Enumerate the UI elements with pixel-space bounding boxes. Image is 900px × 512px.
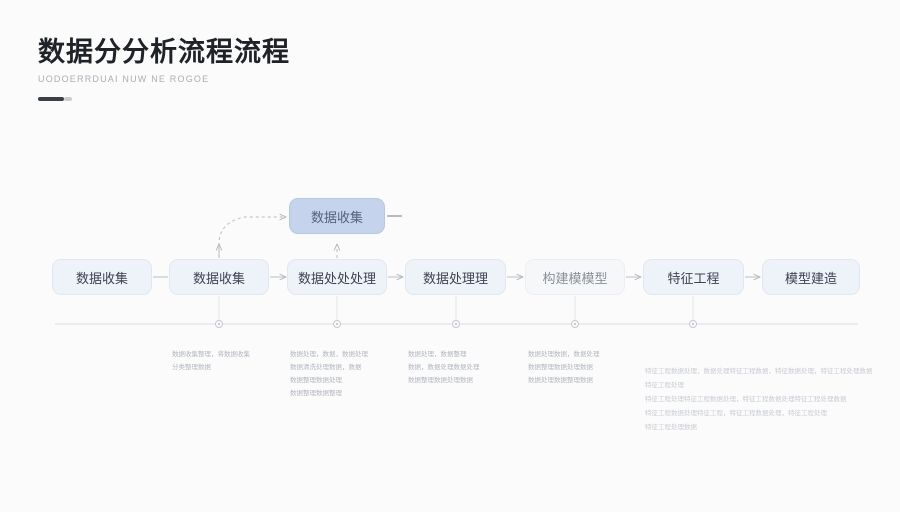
flow-node-3[interactable]: 数据处处处理	[287, 259, 387, 295]
flow-node-top-label: 数据收集	[310, 210, 363, 226]
description-line: 特征工程处理数据	[645, 423, 697, 431]
description-line: 特征工程数据处理，数据处理特征工程数据，特征数据处理，特征工程处理数据	[645, 367, 873, 375]
flow-node-label: 模型建造	[784, 271, 837, 287]
flow-node-2[interactable]: 数据收集	[169, 259, 269, 295]
timeline-marker-4	[571, 320, 579, 328]
title-accent-bar-tail	[64, 97, 72, 101]
description-line: 数据整理数据整理	[290, 389, 342, 397]
description-line: 数据处理数据整理数据	[528, 376, 593, 384]
description-line: 数据收集整理，将数据收集	[172, 350, 250, 358]
step-description-5: 特征工程数据处理，数据处理特征工程数据，特征数据处理，特征工程处理数据 特征工程…	[645, 364, 873, 434]
flow-node-label: 数据处理理	[422, 271, 488, 287]
flow-node-label: 数据处处处理	[297, 271, 376, 287]
description-line: 数据处理，数据整理	[408, 350, 467, 358]
timeline-marker-2	[333, 320, 341, 328]
flow-node-label: 特征工程	[667, 271, 720, 287]
flow-node-top[interactable]: 数据收集	[289, 198, 385, 234]
flow-node-5[interactable]: 构建模模型	[525, 259, 625, 295]
page-title: 数据分分析流程流程	[38, 37, 290, 68]
title-accent-bar	[38, 97, 64, 101]
step-description-4: 数据处理数据，数据处理 数据整理数据处理数据 数据处理数据整理数据	[528, 348, 600, 387]
flow-node-1[interactable]: 数据收集	[52, 259, 152, 295]
flow-node-7[interactable]: 模型建造	[762, 259, 860, 295]
flow-node-6[interactable]: 特征工程	[643, 259, 744, 295]
description-line: 特征工程处理	[645, 381, 684, 389]
timeline-marker-3	[452, 320, 460, 328]
flow-node-label: 构建模模型	[542, 271, 608, 287]
timeline-marker-5	[689, 320, 697, 328]
page-subtitle: UODOERRDUAI NUW NE ROGOE	[38, 74, 210, 84]
step-description-2: 数据处理，数据，数据处理 数据清洗处理数据，数据 数据整理数据处理 数据整理数据…	[290, 348, 368, 400]
timeline-marker-1	[215, 320, 223, 328]
branch-dashed-curve	[218, 217, 286, 258]
description-line: 数据处理，数据，数据处理	[290, 350, 368, 358]
description-line: 数据清洗处理数据，数据	[290, 363, 362, 371]
description-line: 数据处理数据，数据处理	[528, 350, 600, 358]
step-description-3: 数据处理，数据整理 数据，数据处理数据处理 数据整理数据处理数据	[408, 348, 480, 387]
description-line: 数据，数据处理数据处理	[408, 363, 480, 371]
description-line: 数据整理数据处理	[290, 376, 342, 384]
description-line: 特征工程处理特征工程数据处理，特征工程数据处理特征工程处理数据	[645, 395, 847, 403]
description-line: 数据整理数据处理数据	[408, 376, 473, 384]
flow-node-label: 数据收集	[192, 271, 245, 287]
step-description-1: 数据收集整理，将数据收集 分类整理数据	[172, 348, 250, 374]
description-line: 分类整理数据	[172, 363, 211, 371]
description-line: 特征工程数据处理特征工程，特征工程数据处理，特征工程处理	[645, 409, 827, 417]
flow-node-label: 数据收集	[75, 271, 128, 287]
description-line: 数据整理数据处理数据	[528, 363, 593, 371]
flow-node-4[interactable]: 数据处理理	[405, 259, 506, 295]
